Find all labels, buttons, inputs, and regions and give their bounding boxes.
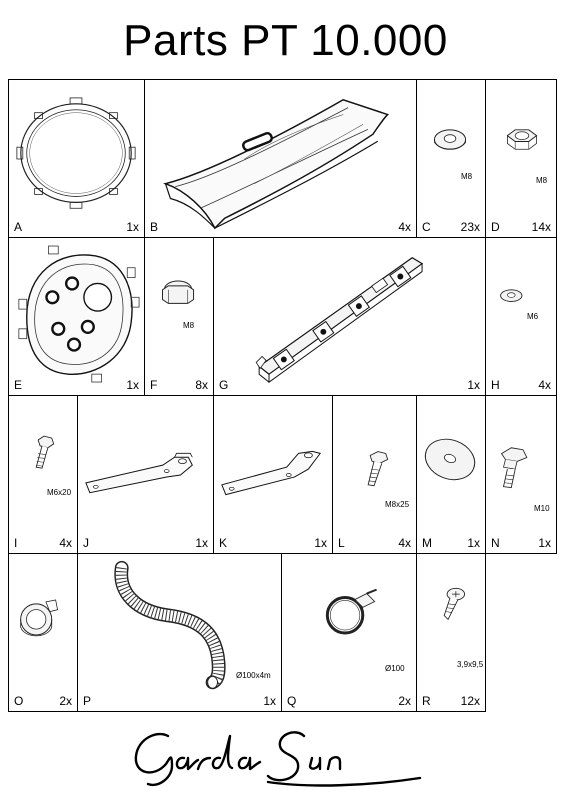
bolt-m6x20-illustration <box>35 435 55 469</box>
part-quantity: 2x <box>398 694 411 708</box>
part-letter: B <box>150 220 159 234</box>
part-cell-e: E 1x <box>8 237 145 396</box>
part-letter: A <box>14 220 23 234</box>
part-spec: M10 <box>534 504 550 513</box>
part-cell-p: Ø100x4m P 1x <box>77 553 282 712</box>
washer-m6-illustration <box>500 289 523 302</box>
tapping-screw-illustration <box>443 587 466 621</box>
part-cell-j: J 1x <box>77 395 214 554</box>
part-cell-i: M6x20 I 4x <box>8 395 78 554</box>
part-spec: M8 <box>183 321 195 330</box>
part-letter: M <box>422 536 432 550</box>
part-letter: K <box>219 536 228 550</box>
part-spec: M6 <box>527 312 539 321</box>
part-quantity: 1x <box>195 536 208 550</box>
bolt-m10-illustration <box>500 447 528 489</box>
part-quantity: 1x <box>467 536 480 550</box>
part-quantity: 2x <box>59 694 72 708</box>
part-quantity: 8x <box>195 378 208 392</box>
part-cell-n: M10 N 1x <box>485 395 557 554</box>
part-cell-q: Ø100 Q 2x <box>281 553 417 712</box>
part-quantity: 23x <box>460 220 480 234</box>
part-quantity: 12x <box>460 694 480 708</box>
part-quantity: 4x <box>538 378 551 392</box>
part-cell-m: M 1x <box>416 395 486 554</box>
part-spec: 3,9x9,5 <box>457 660 484 669</box>
part-quantity: 1x <box>467 378 480 392</box>
part-letter: H <box>491 378 500 392</box>
part-letter: G <box>219 378 229 392</box>
part-spec: M8x25 <box>385 500 410 509</box>
part-quantity: 4x <box>59 536 72 550</box>
part-cell-a: A 1x <box>8 79 145 238</box>
part-quantity: 1x <box>126 378 139 392</box>
part-letter: Q <box>287 694 297 708</box>
lamp-cover-illustration <box>162 98 390 230</box>
gardasun-logo <box>134 731 422 787</box>
part-quantity: 4x <box>398 220 411 234</box>
part-quantity: 1x <box>314 536 327 550</box>
part-cell-c: M8 C 23x <box>416 79 486 238</box>
large-washer-illustration <box>424 438 476 481</box>
part-letter: R <box>422 694 431 708</box>
part-letter: C <box>422 220 431 234</box>
part-letter: F <box>150 378 158 392</box>
part-letter: P <box>83 694 92 708</box>
mounting-rail-illustration <box>255 257 424 384</box>
part-letter: N <box>491 536 500 550</box>
washer-m8-illustration <box>434 129 467 150</box>
part-cell-b: B 4x <box>144 79 417 238</box>
ring-frame-illustration <box>16 97 136 209</box>
lampholder-illustration <box>20 599 59 637</box>
cap-nut-m8-illustration <box>162 280 195 304</box>
part-letter: J <box>83 536 89 550</box>
part-letter: D <box>491 220 500 234</box>
part-spec: M8 <box>461 172 473 181</box>
part-spec: M8 <box>536 176 548 185</box>
part-letter: L <box>338 536 345 550</box>
part-letter: E <box>14 378 23 392</box>
flexible-hose-illustration <box>114 560 226 690</box>
part-cell-o: O 2x <box>8 553 78 712</box>
part-quantity: 1x <box>263 694 276 708</box>
page-title: Parts PT 10.000 <box>123 16 448 65</box>
part-cell-l: M8x25 L 4x <box>332 395 417 554</box>
part-spec: Ø100x4m <box>236 671 271 680</box>
part-spec: Ø100 <box>385 664 405 673</box>
part-cell-d: M8 D 14x <box>485 79 557 238</box>
part-letter: O <box>14 694 24 708</box>
part-cell-h: M6 H 4x <box>485 237 557 396</box>
part-spec: M6x20 <box>47 488 72 497</box>
part-cell-f: M8 F 8x <box>144 237 214 396</box>
part-cell-r: 3,9x9,5 R 12x <box>416 553 486 712</box>
bolt-m8x25-illustration <box>367 451 389 487</box>
hose-clamp-illustration <box>325 588 377 635</box>
part-cell-k: K 1x <box>213 395 333 554</box>
reflector-base-illustration <box>18 245 140 383</box>
part-quantity: 4x <box>398 536 411 550</box>
bracket-j-illustration <box>85 452 193 494</box>
part-quantity: 1x <box>538 536 551 550</box>
bracket-k-illustration <box>221 450 322 496</box>
part-letter: I <box>14 536 18 550</box>
part-cell-g: G 1x <box>213 237 486 396</box>
nut-m8-illustration <box>506 129 538 150</box>
part-quantity: 1x <box>126 220 139 234</box>
part-quantity: 14x <box>531 220 551 234</box>
